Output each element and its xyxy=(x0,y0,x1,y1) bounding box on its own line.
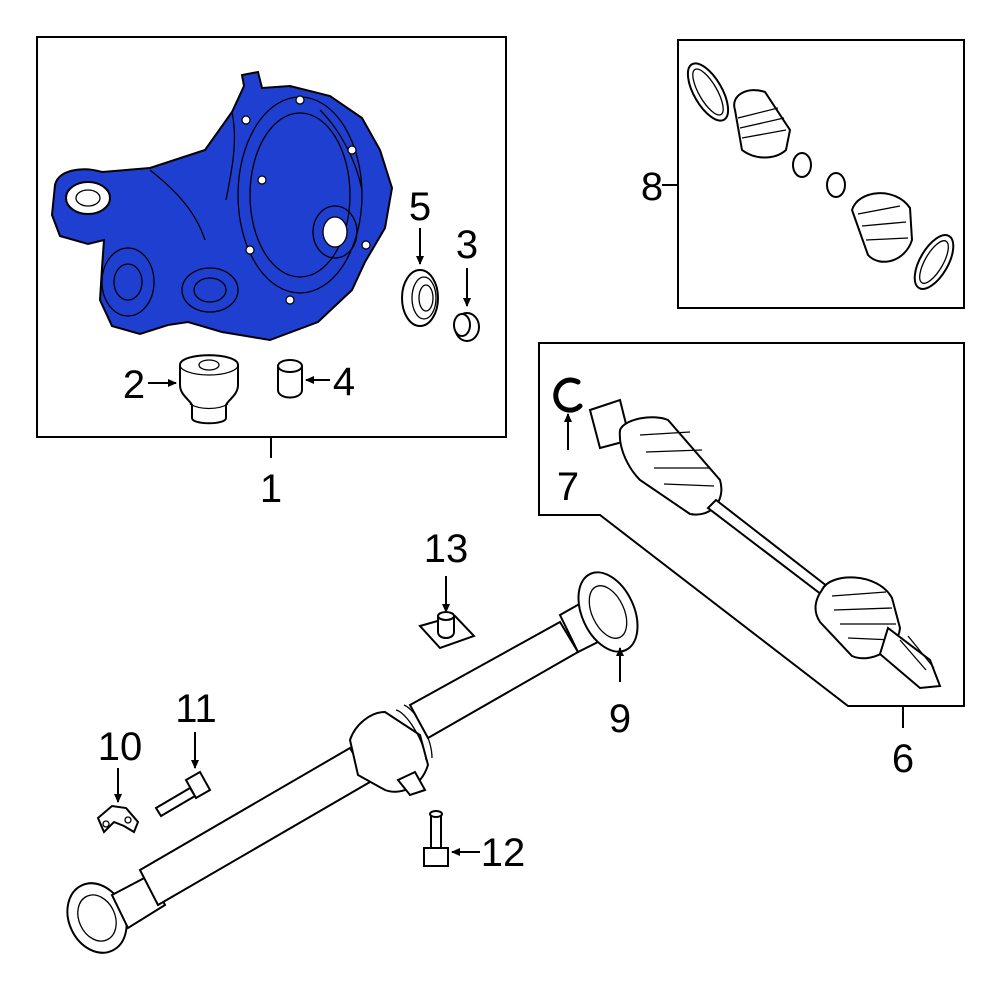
callout-4: 4 xyxy=(333,360,355,404)
callout-7: 7 xyxy=(557,465,579,509)
callout-9: 9 xyxy=(609,697,631,741)
boot-kit-box xyxy=(677,39,965,309)
callout-1: 1 xyxy=(260,467,282,511)
bushing-part-3[interactable] xyxy=(453,312,480,342)
callout-13: 13 xyxy=(424,527,469,571)
callout-3: 3 xyxy=(456,223,478,267)
callout-10: 10 xyxy=(98,725,143,769)
seal-part-5[interactable] xyxy=(401,269,439,327)
callout-11: 11 xyxy=(175,687,217,731)
snap-ring-part-7[interactable] xyxy=(553,377,583,413)
drive-shaft-part-9[interactable] xyxy=(56,563,649,963)
differential-housing[interactable] xyxy=(50,70,394,342)
clip-nut-part-13[interactable] xyxy=(418,611,476,650)
axle-shaft-part-6[interactable] xyxy=(588,398,942,690)
spacer-part-4[interactable] xyxy=(277,359,303,399)
callout-8: 8 xyxy=(641,165,663,209)
callout-5: 5 xyxy=(409,185,431,229)
bolt-part-12[interactable] xyxy=(423,810,449,867)
axle-group-outline xyxy=(538,342,965,707)
bracket-part-10[interactable] xyxy=(96,804,140,834)
callout-6: 6 xyxy=(892,737,914,781)
bushing-part-2[interactable] xyxy=(179,354,239,425)
callout-2: 2 xyxy=(123,363,145,407)
callout-12: 12 xyxy=(481,831,526,875)
bolt-part-11[interactable] xyxy=(154,770,212,818)
boot-kit-part-8[interactable] xyxy=(680,57,961,295)
